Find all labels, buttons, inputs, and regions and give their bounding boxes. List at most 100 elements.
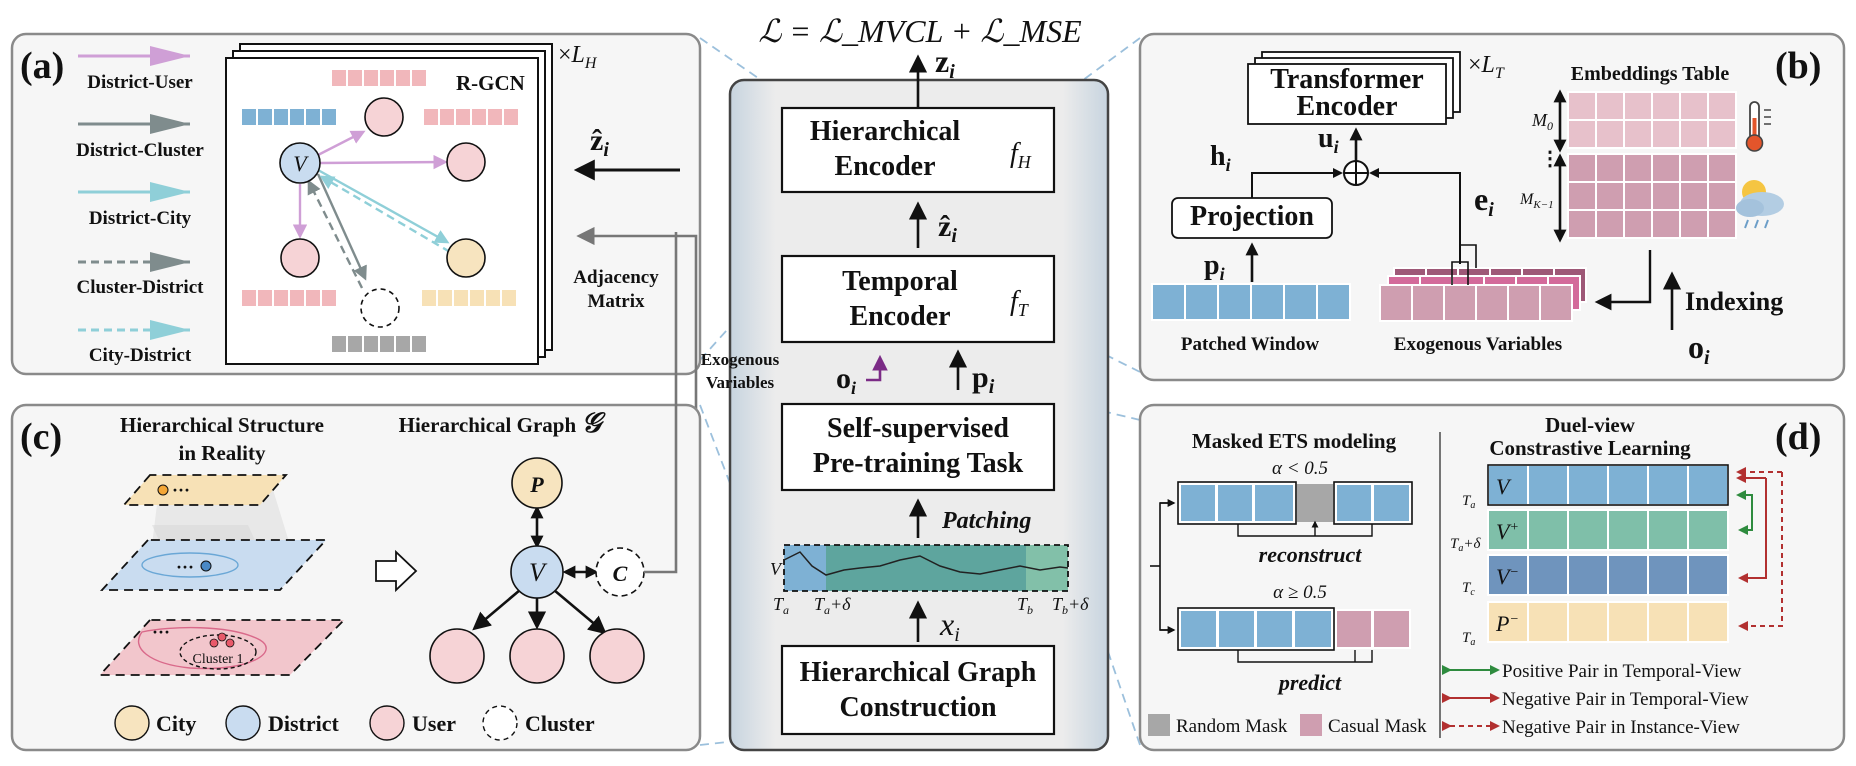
transformer-line1: Transformer: [1270, 64, 1423, 95]
rgcn-district-node: [279, 142, 321, 184]
projection-box: [1171, 197, 1333, 239]
panel-a-legend: District-User District-Cluster District-…: [76, 46, 204, 366]
row-tick-0: Ta: [1462, 493, 1475, 511]
legend-district-city: District-City: [89, 208, 192, 229]
temporal-encoder-line1: Temporal: [842, 266, 958, 297]
panel-b: (b) Transformer Encoder ×LT Embeddings T…: [1138, 32, 1846, 382]
panel-c-legend: City District User Cluster: [114, 705, 595, 741]
embeddings-table: M0 ⋮ MK−1: [1519, 89, 1737, 243]
reality-line1: Hierarchical Structure: [120, 413, 324, 437]
time-series-window: V Ta Ta+δ Tb Tb+δ: [770, 544, 1089, 617]
user-layer: [97, 619, 347, 676]
negative-instance-label: Negative Pair in Instance-View: [1502, 717, 1740, 738]
mk-label: MK−1: [1519, 191, 1554, 211]
loss-formula: ℒ = ℒ_MVCL + ℒ_MSE: [758, 13, 1082, 49]
x-label: xi: [939, 606, 960, 646]
rgcn-user-node: [446, 142, 486, 182]
rgcn-feature-cells: [242, 70, 518, 352]
reality-layers: ··· ··· ··· Cluster 1: [97, 474, 347, 676]
graph-user-node: [509, 628, 565, 684]
alpha-ge: α ≥ 0.5: [1273, 582, 1327, 603]
pair-legend: Positive Pair in Temporal-View Negative …: [1442, 661, 1749, 738]
adjacency-line2: Matrix: [588, 291, 645, 312]
panel-c-tag: (c): [20, 416, 62, 458]
rgcn-user-node: [364, 97, 404, 137]
reconstruct-label: reconstruct: [1259, 542, 1363, 567]
m0-label: M0: [1531, 110, 1553, 133]
exogenous-label-line1: Exogenous: [701, 350, 780, 369]
casual-mask-swatch: [1300, 714, 1322, 736]
ft-symbol: fT: [1010, 286, 1030, 320]
hierarchical-graph: P V C: [429, 232, 678, 684]
graph-user-node: [589, 628, 645, 684]
tick-tb-delta: Tb+δ: [1052, 594, 1089, 617]
u-label: ui: [1318, 123, 1339, 157]
pretraining-line2: Pre-training Task: [813, 448, 1024, 479]
casual-mask-label: Casual Mask: [1328, 716, 1427, 737]
row-tick-2: Tc: [1462, 580, 1475, 598]
row-v-label: V: [1496, 474, 1512, 499]
h-label: hi: [1210, 141, 1231, 175]
masked-row-casual: [1177, 607, 1411, 663]
legend-city-district: City-District: [89, 345, 192, 366]
rgcn-v-label: V: [293, 151, 309, 176]
e-label: ei: [1474, 181, 1494, 221]
series-v-label: V: [770, 559, 783, 579]
panel-a: (a) District-User District-Cluster Distr…: [10, 32, 702, 584]
pretraining-line1: Self-supervised: [827, 413, 1009, 444]
duel-line2: Constrastive Learning: [1489, 436, 1691, 460]
patched-window-cells: [1151, 283, 1351, 321]
legend-cluster: Cluster: [525, 711, 595, 736]
transformer-line2: Encoder: [1296, 91, 1397, 122]
legend-cluster-district: Cluster-District: [77, 277, 205, 298]
graph-title: Hierarchical Graph 𝒢: [399, 408, 607, 439]
rgcn-label: R-GCN: [456, 71, 525, 95]
rgcn-city-node: [446, 238, 486, 278]
contrastive-rows: V V+ V− P− Ta Ta+δ Tc Ta: [1450, 464, 1783, 648]
legend-city: City: [156, 711, 196, 736]
panel-c: (c) Hierarchical Structure in Reality ··…: [10, 232, 702, 752]
legend-district-cluster: District-Cluster: [76, 140, 204, 161]
exogenous-cells: [1379, 244, 1587, 322]
hierarchical-encoder-line1: Hierarchical: [810, 116, 961, 147]
center-pipeline: ℒ = ℒ_MVCL + ℒ_MSE zi Hierarchical Encod…: [701, 13, 1110, 752]
masked-row-random: [1177, 481, 1413, 537]
duel-line1: Duel-view: [1545, 413, 1636, 437]
district-layer: [99, 539, 329, 591]
graph-city-node: [511, 457, 563, 509]
p-label-b: pi: [1204, 250, 1225, 284]
tick-ta-delta: Ta+δ: [814, 594, 851, 617]
alpha-lt: α < 0.5: [1272, 458, 1328, 479]
layers-lh: ×LH: [558, 42, 598, 72]
row-tick-1: Ta+δ: [1450, 536, 1481, 554]
tick-tb: Tb: [1017, 594, 1033, 617]
predict-label: predict: [1277, 670, 1342, 695]
panel-a-tag: (a): [20, 45, 64, 87]
reality-line2: in Reality: [179, 441, 266, 465]
random-mask-label: Random Mask: [1176, 716, 1288, 737]
exogenous-label-line2: Variables: [706, 373, 775, 392]
graph-construction-box: [780, 644, 1056, 736]
adjacency-line1: Adjacency: [573, 267, 659, 288]
hierarchical-encoder-box: [780, 106, 1056, 194]
p-label: pi: [972, 361, 995, 398]
o-label: oi: [836, 362, 856, 398]
temporal-encoder-box: [780, 254, 1056, 344]
panel-b-tag: (b): [1775, 45, 1821, 87]
graph-user-node: [429, 628, 485, 684]
fh-symbol: fH: [1010, 138, 1032, 172]
rgcn-cluster-node: [360, 288, 400, 328]
graph-construction-line2: Construction: [839, 692, 997, 723]
weather-cloud-icon: [1736, 180, 1784, 229]
indexing-label: Indexing: [1685, 287, 1783, 316]
temporal-encoder-line2: Encoder: [849, 301, 950, 332]
graph-district-node: [510, 545, 564, 599]
patched-window-label: Patched Window: [1181, 334, 1319, 355]
layers-lt: ×LT: [1468, 52, 1505, 82]
hierarchical-encoder-line2: Encoder: [834, 151, 935, 182]
row-vplus-label: V+: [1496, 519, 1519, 544]
legend-user: User: [412, 711, 456, 736]
thermometer-icon: [1745, 101, 1771, 152]
transformer-encoder-box: [1247, 63, 1447, 125]
